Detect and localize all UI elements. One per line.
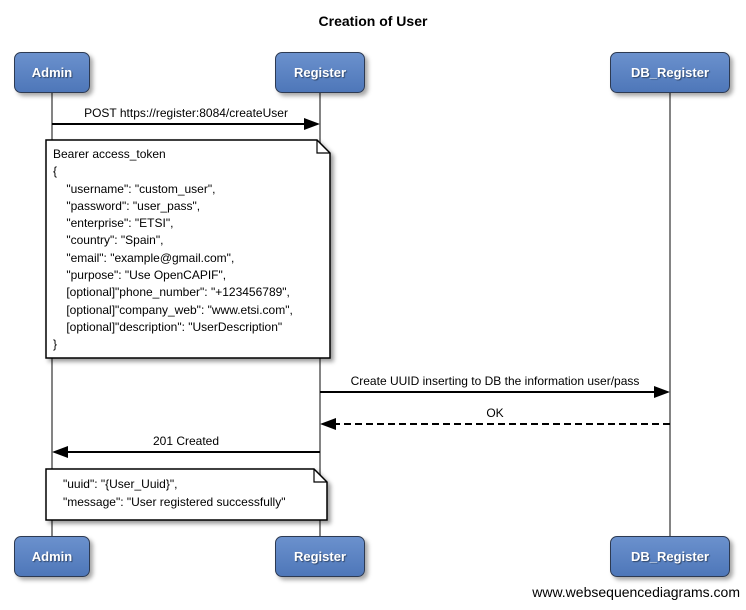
note-request-body: Bearer access_token { "username": "custo… <box>53 146 293 354</box>
actor-label: Admin <box>31 65 73 80</box>
watermark: www.websequencediagrams.com <box>532 584 740 600</box>
note-line: [optional]"description": "UserDescriptio… <box>53 319 283 334</box>
note-line: { <box>53 164 58 179</box>
note-line: "enterprise": "ETSI", <box>53 216 174 231</box>
arrowhead-ok <box>320 418 336 430</box>
actor-label: Admin <box>31 549 73 564</box>
actor-label: DB_Register <box>630 549 710 564</box>
note-line: "purpose": "Use OpenCAPIF", <box>53 268 227 283</box>
actor-box-db-register-bottom: DB_Register <box>610 536 730 577</box>
note-line: [optional]"company_web": "www.etsi.com", <box>53 302 293 317</box>
note-line: "password": "user_pass", <box>53 198 201 213</box>
note-shape-response-body <box>45 468 328 521</box>
actor-box-admin-bottom: Admin <box>14 536 90 577</box>
actor-box-admin-top: Admin <box>14 52 90 93</box>
note-line: "message": "User registered successfully… <box>53 495 286 509</box>
note-response-body: "uuid": "{User_Uuid}", "message": "User … <box>53 475 285 511</box>
note-line: "username": "custom_user", <box>53 181 216 196</box>
actor-box-db-register-top: DB_Register <box>610 52 730 93</box>
note-line: "country": "Spain", <box>53 233 164 248</box>
note-fold-request-body <box>316 140 330 154</box>
arrowhead-201 <box>52 446 68 458</box>
note-fold-response-body <box>313 469 327 483</box>
arrowhead-create-uuid <box>654 386 670 398</box>
note-line: [optional]"phone_number": "+123456789", <box>53 285 290 300</box>
message-label-201-created: 201 Created <box>152 434 220 448</box>
note-line: "uuid": "{User_Uuid}", <box>53 477 178 491</box>
actor-box-register-bottom: Register <box>275 536 365 577</box>
note-line: "email": "example@gmail.com", <box>53 250 235 265</box>
note-line: Bearer access_token <box>53 147 166 161</box>
diagram-title: Creation of User <box>318 13 428 29</box>
actor-label: DB_Register <box>630 65 710 80</box>
actor-label: Register <box>293 65 347 80</box>
actor-box-register-top: Register <box>275 52 365 93</box>
actor-label: Register <box>293 549 347 564</box>
arrowhead-post <box>304 118 320 130</box>
note-line: } <box>53 337 58 352</box>
message-label-post: POST https://register:8084/createUser <box>84 106 288 120</box>
note-shape-request-body <box>45 139 331 359</box>
message-label-create-uuid: Create UUID inserting to DB the informat… <box>350 374 640 388</box>
message-label-ok: OK <box>486 406 504 420</box>
